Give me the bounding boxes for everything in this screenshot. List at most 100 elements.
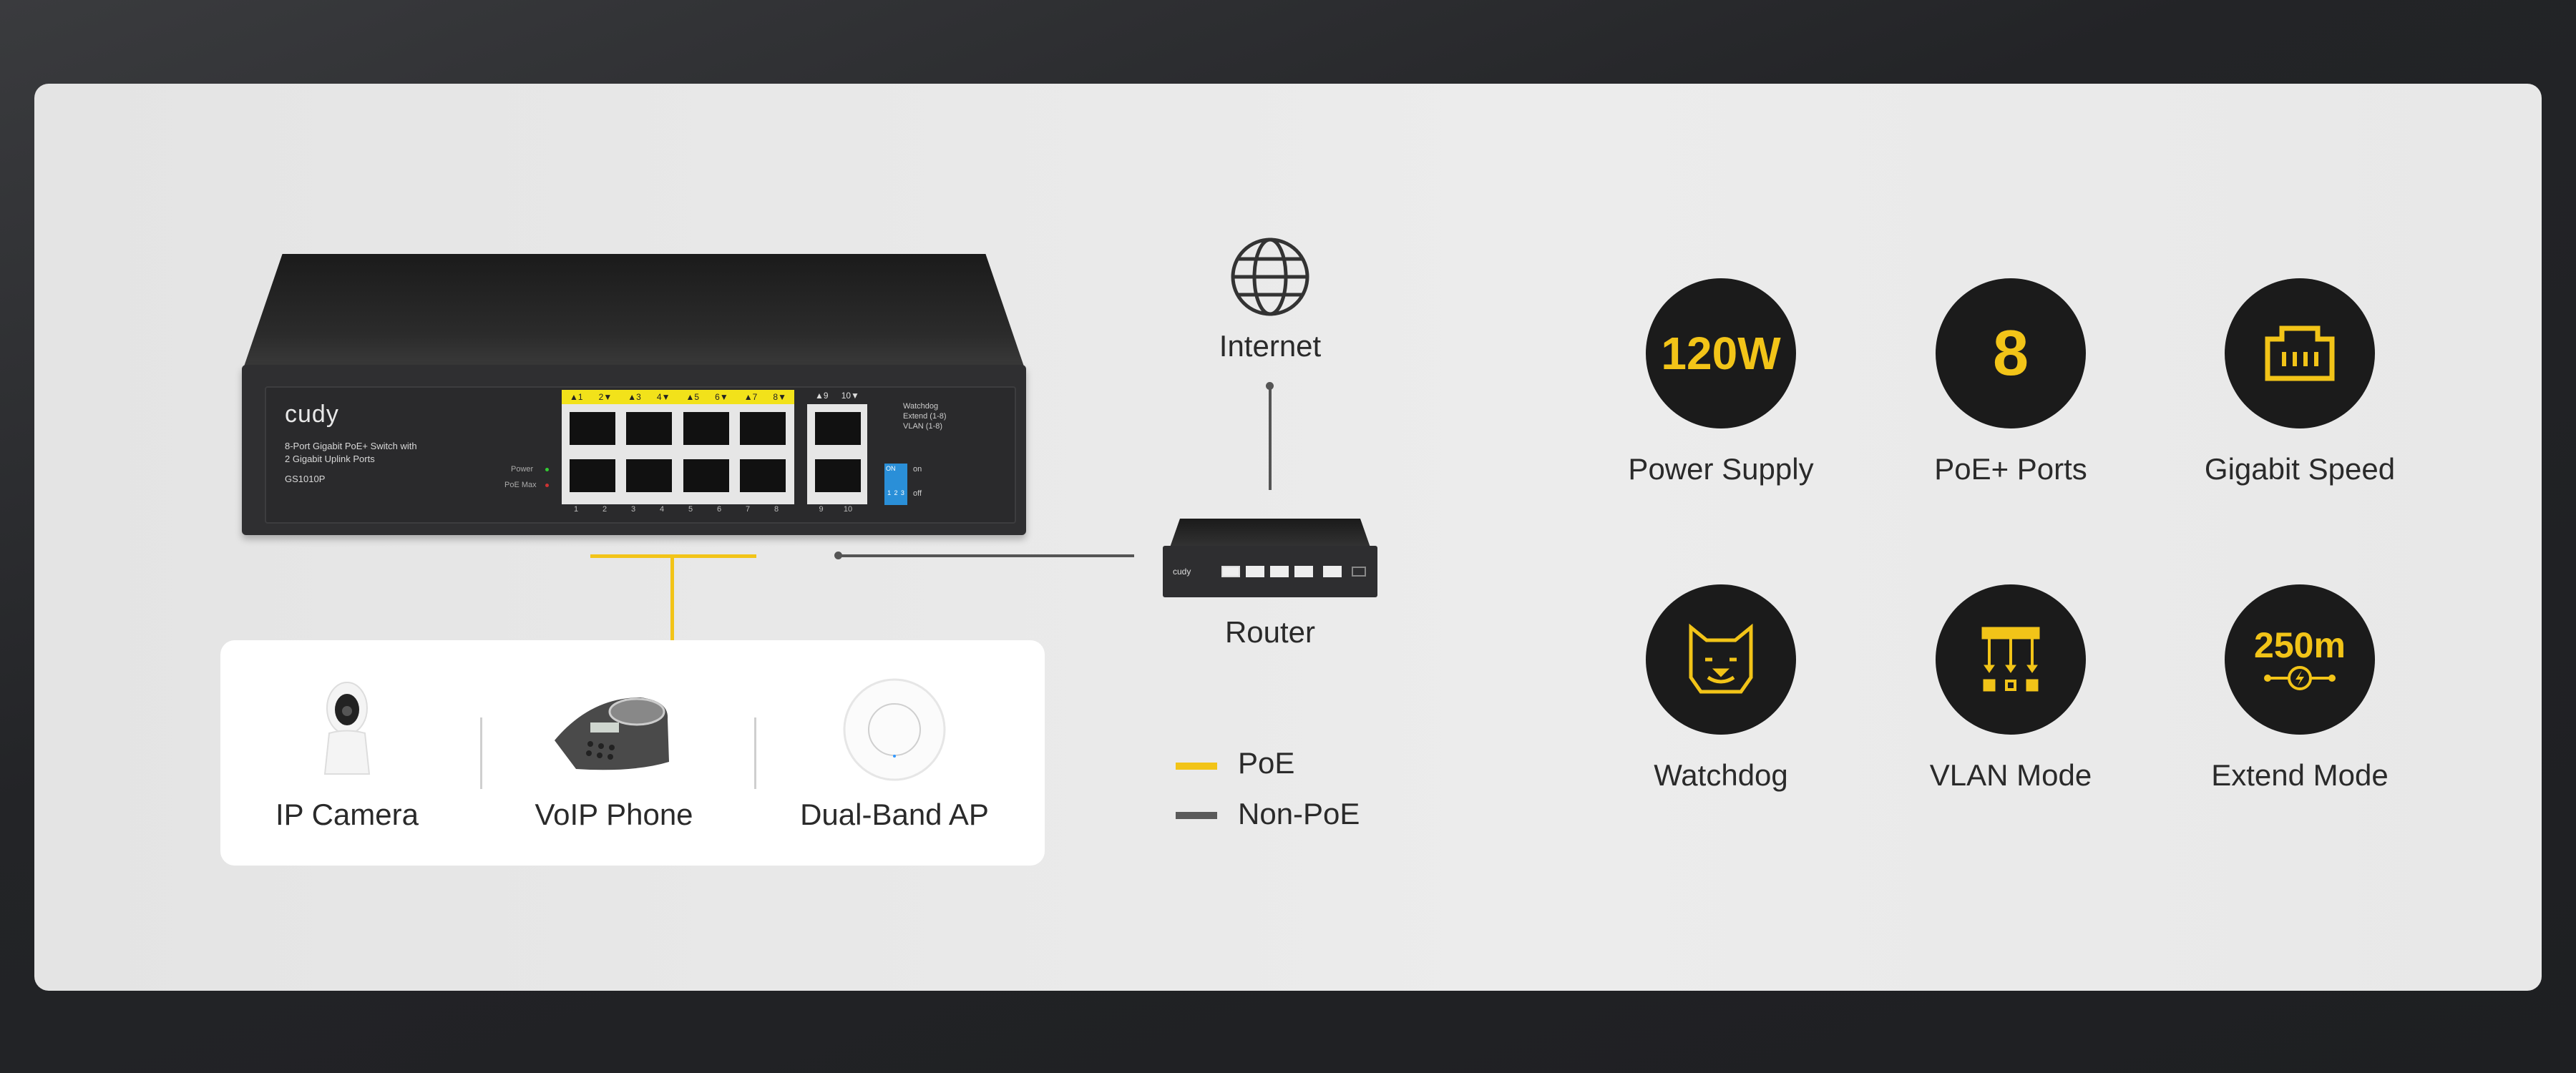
router-sfp-port: [1352, 567, 1366, 577]
device-label-access-point: Dual-Band AP: [800, 798, 989, 831]
feature-power-supply: 120W: [1646, 278, 1796, 428]
port-label: ▲5: [686, 392, 700, 402]
ethernet-port: [624, 410, 675, 447]
feature-label: VLAN Mode: [1929, 758, 2092, 792]
port-label: 8▼: [773, 392, 786, 402]
port-label: 10▼: [841, 391, 859, 401]
dip-number: 1: [887, 489, 892, 496]
ethernet-port: [813, 410, 863, 447]
globe-icon: [1231, 237, 1309, 316]
access-point-icon: [843, 678, 946, 781]
port-number: 6: [716, 505, 722, 514]
ethernet-port-icon: [2265, 325, 2335, 381]
port-number: 10: [843, 505, 853, 514]
poe-ports: [562, 404, 794, 504]
legend-poe-label: PoE: [1238, 746, 1295, 780]
feature-poe-ports: 8: [1936, 278, 2086, 428]
port-number: 3: [630, 505, 636, 514]
port-number: 1: [573, 505, 579, 514]
divider: [480, 717, 482, 789]
dip-number: 3: [900, 489, 904, 496]
ip-camera-icon: [323, 682, 371, 775]
port-numbers: 1 2 3 4 5 6 7 8 9 10: [562, 505, 866, 514]
ethernet-port: [567, 410, 618, 447]
feature-label: Extend Mode: [2211, 758, 2389, 792]
feature-label: PoE+ Ports: [1934, 452, 2087, 486]
feature-value: 250m: [2254, 625, 2346, 665]
dog-face-icon: [1689, 623, 1753, 694]
router-port: [1221, 566, 1240, 577]
feature-label: Power Supply: [1628, 452, 1814, 486]
device-label-ip-camera: IP Camera: [275, 798, 419, 831]
vlan-icon: [1981, 627, 2040, 692]
port-number: 5: [688, 505, 693, 514]
dip-label-extend: Extend (1-8): [903, 412, 947, 421]
router-front: cudy: [1163, 546, 1377, 597]
uplink-ports: [807, 404, 867, 504]
dip-labels: Watchdog Extend (1-8) VLAN (1-8): [903, 401, 947, 431]
port-number: 7: [745, 505, 751, 514]
dip-label-vlan: VLAN (1-8): [903, 422, 943, 431]
port-label: 4▼: [656, 392, 670, 402]
dip-number: 2: [894, 489, 898, 496]
switch-description-1: 8-Port Gigabit PoE+ Switch with: [285, 441, 417, 451]
feature-label: Watchdog: [1654, 758, 1788, 792]
router-port: [1323, 566, 1342, 577]
non-poe-line-internet: [1269, 384, 1272, 490]
switch-brand-logo: cudy: [285, 401, 339, 428]
port-label: ▲3: [628, 392, 641, 402]
router-port: [1246, 566, 1264, 577]
port-number: 2: [602, 505, 608, 514]
switch-model: GS1010P: [285, 474, 326, 484]
feature-value: 8: [1992, 317, 2029, 389]
feature-value: 120W: [1661, 328, 1781, 379]
poe-port-label-bar: ▲1 2▼ ▲3 4▼ ▲5 6▼ ▲7 8▼: [562, 390, 794, 404]
dip-label-watchdog: Watchdog: [903, 402, 939, 411]
port-number: 4: [659, 505, 665, 514]
ethernet-port: [680, 457, 731, 494]
port-label: ▲9: [815, 391, 829, 401]
port-number: 8: [774, 505, 779, 514]
feature-extend-mode: 250m: [2225, 584, 2375, 735]
ethernet-port: [737, 410, 788, 447]
switch-description-2: 2 Gigabit Uplink Ports: [285, 454, 375, 464]
ethernet-port: [813, 457, 863, 494]
non-poe-line-router: [837, 554, 1134, 557]
legend-non-poe-label: Non-PoE: [1238, 797, 1360, 831]
feature-gigabit-speed: [2225, 278, 2375, 428]
ethernet-port: [624, 457, 675, 494]
port-label: ▲1: [570, 392, 583, 402]
ethernet-port: [737, 457, 788, 494]
switch-top: [243, 254, 1025, 368]
line-dot: [834, 552, 842, 559]
device-label-voip-phone: VoIP Phone: [535, 798, 693, 831]
legend-poe-swatch: [1176, 763, 1217, 770]
router-brand-logo: cudy: [1173, 567, 1191, 577]
port-number: 9: [819, 505, 824, 514]
line-dot: [1266, 382, 1274, 390]
legend-non-poe-swatch: [1176, 812, 1217, 819]
led-power-label: Power: [511, 465, 534, 474]
port-label: 6▼: [715, 392, 728, 402]
feature-label: Gigabit Speed: [2204, 452, 2396, 486]
router-port: [1270, 566, 1289, 577]
dip-on-label: on: [913, 465, 922, 474]
router-label: Router: [1224, 615, 1316, 649]
router-top: [1170, 519, 1370, 547]
ethernet-port: [680, 410, 731, 447]
router-port: [1294, 566, 1313, 577]
feature-watchdog: [1646, 584, 1796, 735]
led-power-icon: [545, 468, 549, 471]
uplink-label-bar: ▲9 10▼: [809, 391, 866, 401]
poe-line-vertical: [670, 554, 674, 640]
led-poe-max-label: PoE Max: [504, 481, 537, 489]
internet-label: Internet: [1219, 329, 1322, 363]
divider: [754, 717, 756, 789]
ethernet-port: [567, 457, 618, 494]
port-label: ▲7: [743, 392, 758, 402]
port-label: 2▼: [598, 392, 613, 402]
voip-phone-icon: [555, 697, 669, 770]
dip-on-text: ON: [886, 465, 896, 472]
feature-vlan-mode: [1936, 584, 2086, 735]
